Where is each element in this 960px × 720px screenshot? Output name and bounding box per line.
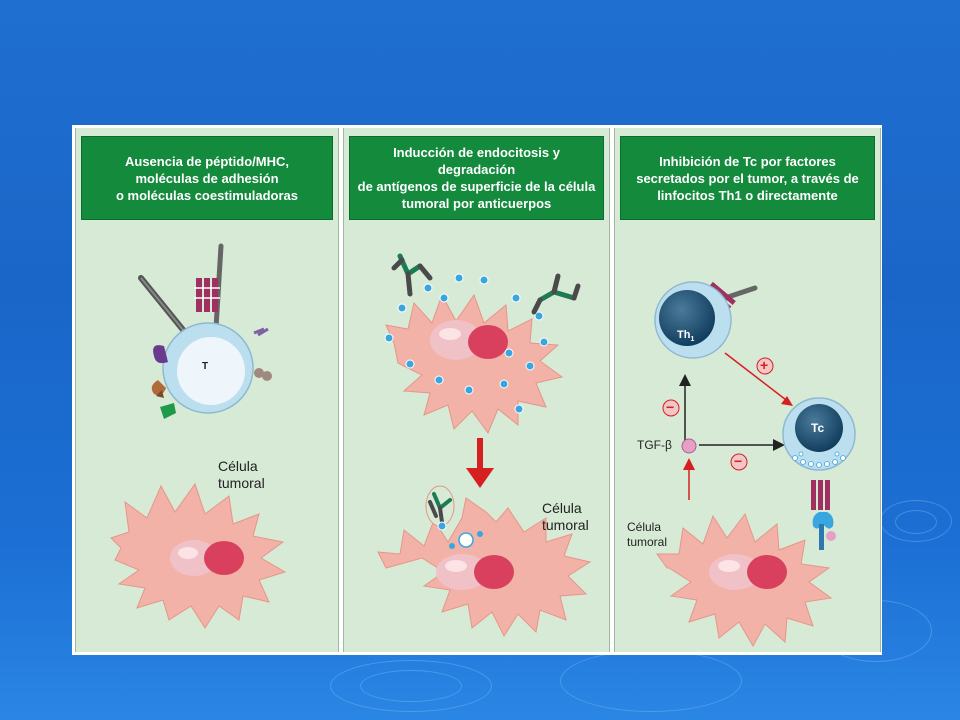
tc-cell <box>782 397 856 550</box>
tumor-cell-label: Célula tumoral <box>542 500 589 533</box>
tumor-cell <box>656 512 833 648</box>
minus-badge <box>662 399 680 417</box>
background-ripple <box>330 660 492 712</box>
transition-arrow <box>466 438 494 488</box>
tumor-cell-with-antibodies <box>384 253 581 435</box>
th1-label-subscript: 1 <box>690 336 695 344</box>
th1-label: Th1 <box>677 310 694 348</box>
panel-antibody-endocytosis: Inducción de endocitosis y degradación d… <box>343 128 610 652</box>
tgf-to-tc-arrow <box>699 439 785 451</box>
antibody <box>391 253 433 297</box>
panel-illustration <box>377 253 592 638</box>
background-ripple <box>560 650 742 712</box>
panel-header: Inducción de endocitosis y degradación d… <box>349 136 604 220</box>
background-ripple <box>360 670 462 702</box>
minus-sign: − <box>734 453 743 469</box>
panel-missing-signals: Ausencia de péptido/MHC, moléculas de ad… <box>75 128 339 652</box>
tgf-molecule <box>681 438 697 454</box>
panel-tgf-inhibition: Inhibición de Tc por factores secretados… <box>614 128 881 652</box>
tumor-cell-label: Célula tumoral <box>627 520 668 549</box>
minus-sign: − <box>666 399 675 415</box>
th1-label-text: Th <box>677 329 691 341</box>
tumor-cell <box>110 482 287 629</box>
th1-to-tc-arrow <box>724 352 793 406</box>
th1-cell <box>654 281 758 359</box>
tcr-receptor <box>194 278 220 312</box>
t-cell <box>138 243 272 419</box>
panel-illustration <box>654 281 856 648</box>
plus-sign: + <box>760 357 769 373</box>
t-cell-label: T <box>202 361 209 372</box>
minus-badge <box>730 453 748 471</box>
tc-label: Tc <box>811 421 825 435</box>
diagram-figure: Ausencia de péptido/MHC, moléculas de ad… <box>72 125 882 655</box>
plus-badge <box>756 357 774 375</box>
tgf-to-th1-arrow <box>679 374 691 446</box>
antibody <box>531 273 581 315</box>
panel-header: Ausencia de péptido/MHC, moléculas de ad… <box>81 136 333 220</box>
background-ripple <box>895 510 937 534</box>
tumor-cell-endocytosis <box>377 485 592 638</box>
tumor-cell-label: Célula tumoral <box>218 458 265 491</box>
tgf-beta-label: TGF-β <box>637 438 672 452</box>
tumor-to-tgf-arrow <box>683 458 695 500</box>
panel-header: Inhibición de Tc por factores secretados… <box>620 136 875 220</box>
panel-illustration <box>110 243 287 629</box>
